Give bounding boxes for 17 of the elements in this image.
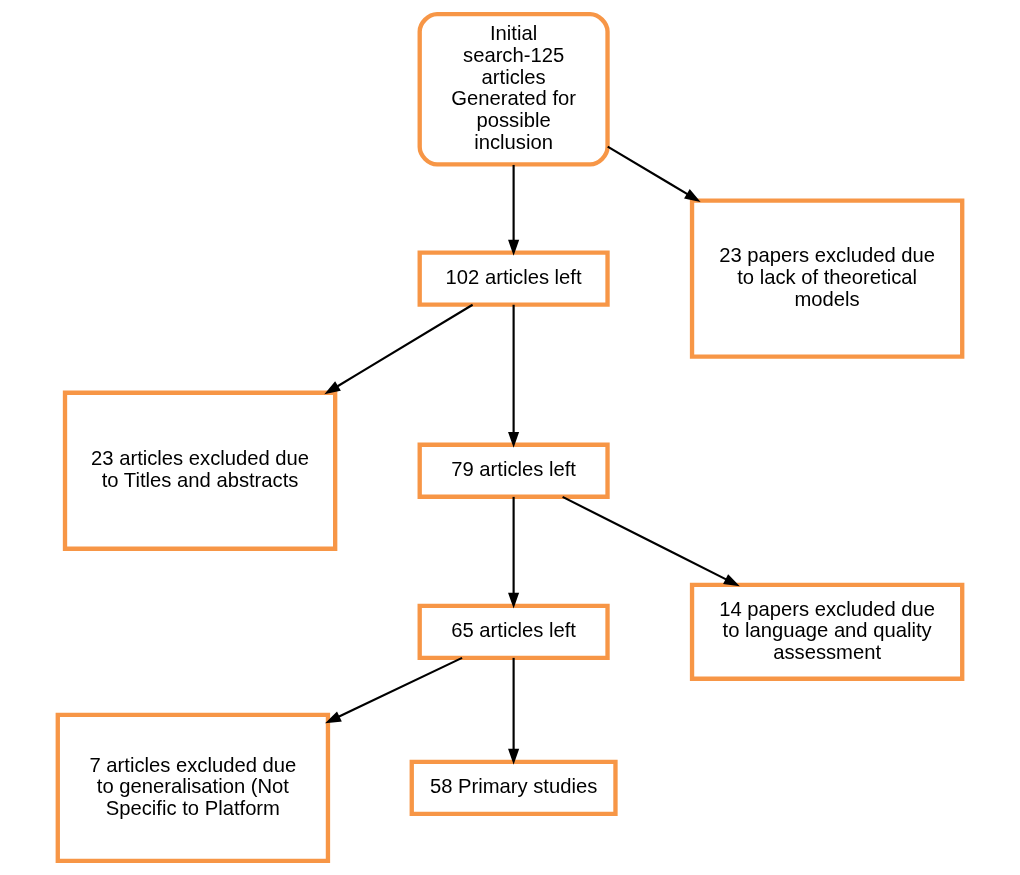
arrow (325, 656, 463, 724)
node-box: 14 papers excluded due to language and quality assessment (689, 582, 965, 681)
arrow (508, 164, 520, 256)
node-box: Initial search-125 articles Generated for possible inclusion (417, 12, 610, 167)
node-box: 65 articles left (417, 603, 610, 660)
node-box: 102 articles left (417, 250, 610, 307)
node-box: 58 Primary studies (409, 759, 618, 817)
node-box: 23 papers excluded due to lack of theoretical models (689, 198, 965, 359)
node-box: 79 articles left (417, 442, 610, 499)
arrow (324, 303, 474, 395)
arrow (508, 304, 520, 448)
node-box: 7 articles excluded due to generalisation (Not Specific to Platform (55, 712, 331, 863)
arrow (508, 496, 520, 609)
arrow (508, 657, 520, 765)
node-box: 23 articles excluded due to Titles and abstracts (62, 390, 338, 551)
arrow (607, 145, 701, 202)
arrow (562, 495, 740, 587)
